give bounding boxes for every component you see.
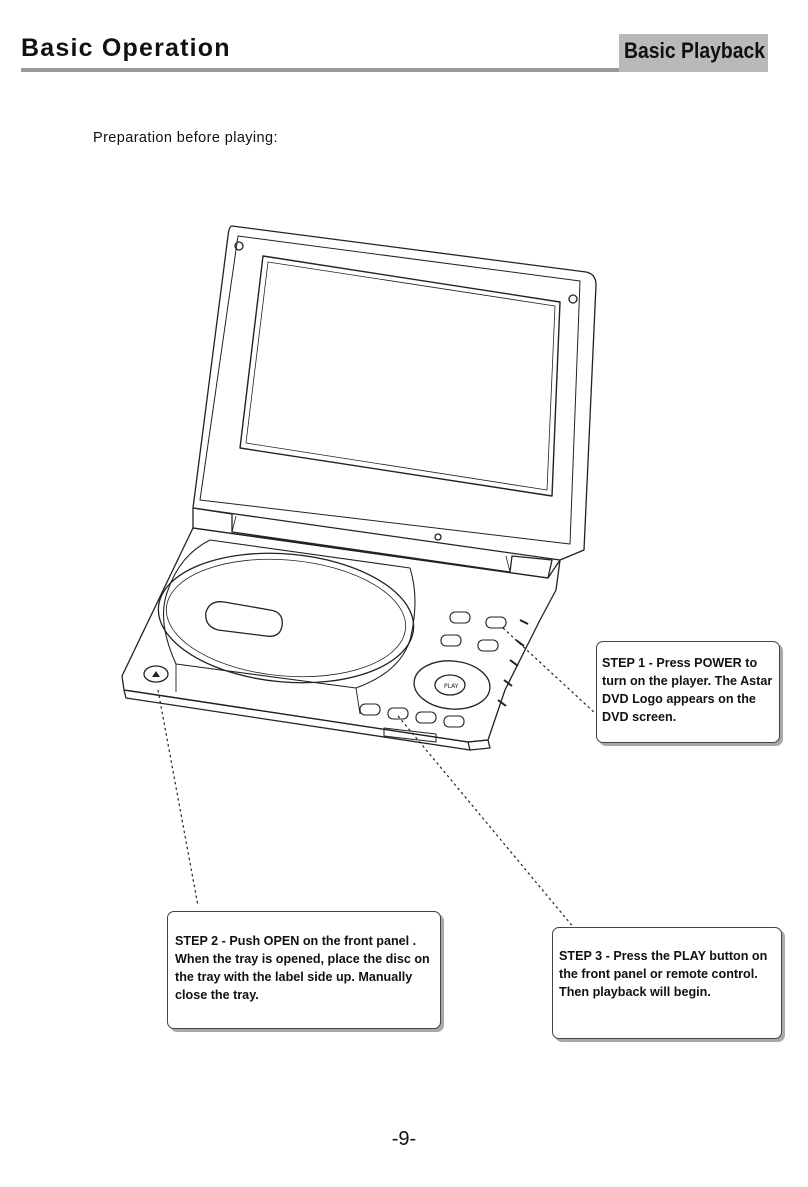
step-1-text: STEP 1 - Press POWER to turn on the play…	[602, 656, 773, 724]
nav-pad	[413, 660, 491, 710]
step-1-callout: STEP 1 - Press POWER to turn on the play…	[596, 641, 780, 743]
step-2-text: STEP 2 - Push OPEN on the front panel . …	[175, 934, 430, 1002]
side-ports	[497, 619, 529, 707]
control-buttons	[359, 611, 507, 728]
leader-line-step1	[502, 627, 597, 715]
disc-tray	[163, 539, 416, 689]
svg-text:PLAY: PLAY	[444, 683, 459, 690]
base-front-edge	[123, 689, 471, 751]
leader-line-step3	[397, 715, 575, 929]
lid-screw-icon	[568, 294, 578, 304]
lid-inner-frame	[199, 235, 581, 545]
lid-screw-icon	[434, 533, 442, 541]
leader-line-step2	[157, 689, 199, 907]
lid-outline	[192, 225, 597, 561]
base-outline	[121, 527, 561, 743]
page-number: -9-	[391, 1128, 417, 1150]
step-3-callout: STEP 3 - Press the PLAY button on the fr…	[552, 927, 782, 1039]
hinge-bar	[192, 507, 553, 579]
section-tab-label: Basic Playback	[624, 38, 766, 63]
section-title: Basic Operation	[21, 34, 231, 62]
lid-screw-icon	[234, 241, 244, 251]
step-3-text: STEP 3 - Press the PLAY button on the fr…	[559, 949, 768, 999]
lcd-screen	[239, 255, 561, 497]
disc-label-window	[205, 601, 283, 637]
header-rule	[21, 68, 619, 72]
section-tab: Basic Playback	[619, 34, 768, 72]
step-2-callout: STEP 2 - Push OPEN on the front panel . …	[167, 911, 441, 1029]
disc-lid	[157, 552, 415, 684]
open-button	[143, 665, 169, 683]
intro-text: Preparation before playing:	[93, 130, 278, 146]
